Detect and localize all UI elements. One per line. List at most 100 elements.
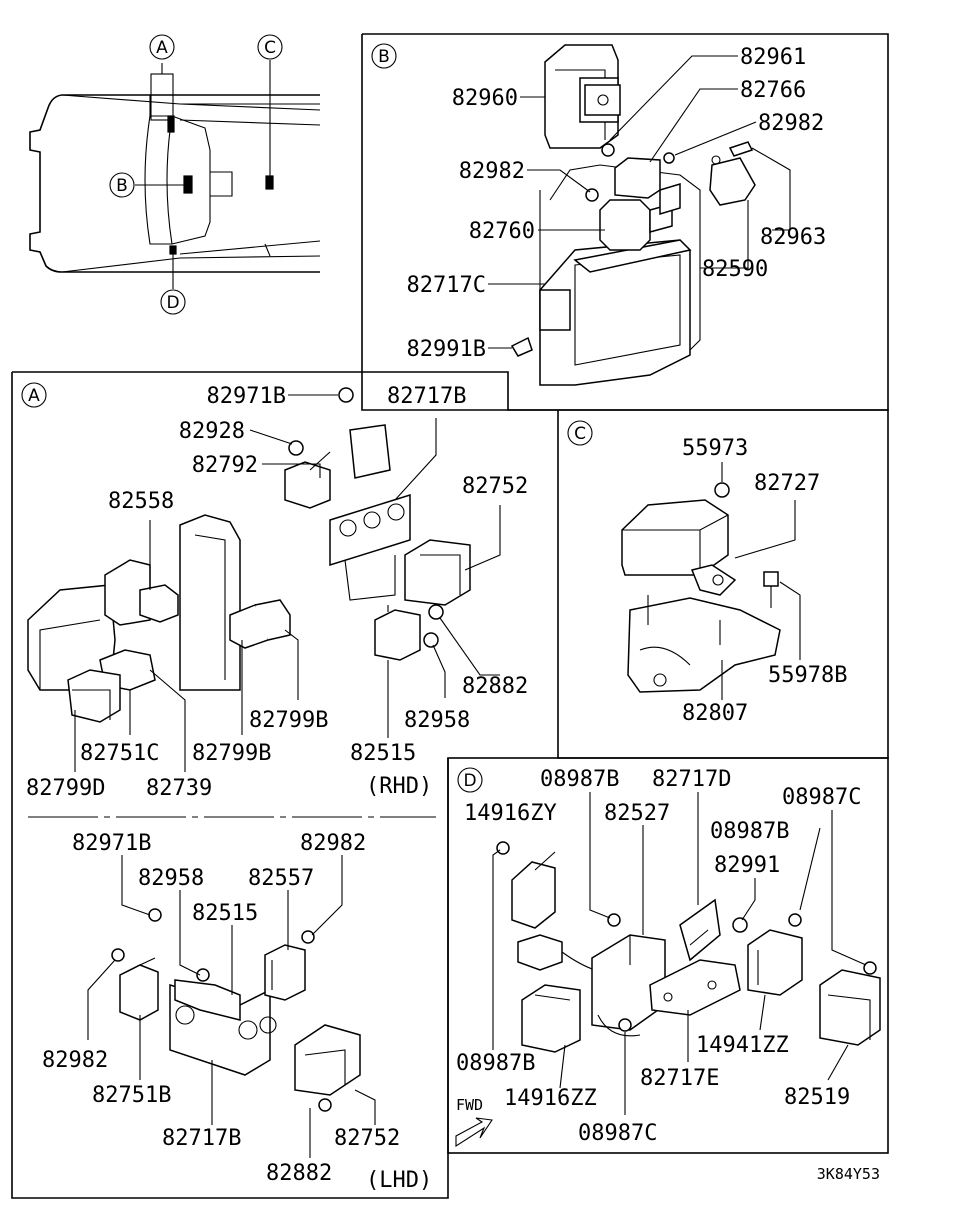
label-82590: 82590 [702, 257, 768, 282]
marker-b: B [116, 176, 128, 196]
panel-b: B [371, 43, 826, 386]
marker-d: D [166, 293, 179, 313]
label-d-08987b-mid: 08987B [710, 819, 789, 844]
label-lhd-82971b: 82971B [72, 831, 151, 856]
label-82519: 82519 [784, 1085, 850, 1110]
relay-14916zz [521, 984, 581, 1053]
label-82982-left: 82982 [459, 159, 525, 184]
label-82751c: 82751C [80, 741, 159, 766]
relay-82751b [119, 957, 159, 1021]
label-d-08987b-bot: 08987B [456, 1051, 535, 1076]
panel-d: D [455, 767, 881, 1148]
relay-82558 [139, 584, 179, 623]
relay-82960 [544, 44, 621, 149]
label-82982-top: 82982 [758, 111, 824, 136]
label-82792: 82792 [192, 453, 258, 478]
label-lhd-82982-left: 82982 [42, 1048, 108, 1073]
panel-c: C 55973 82727 55978B 82 [567, 420, 847, 726]
panel-c-letter: C [574, 424, 586, 444]
label-fwd: FWD [456, 1096, 483, 1114]
relay-82792 [284, 451, 331, 509]
relay-82590 [709, 155, 756, 206]
relay-82557 [264, 944, 306, 1001]
label-82558: 82558 [108, 489, 174, 514]
label-82991: 82991 [714, 853, 780, 878]
leaders-c [721, 462, 801, 700]
relay-82752 [404, 539, 471, 606]
relay-82515 [374, 605, 421, 661]
fasteners-c [714, 482, 779, 608]
bracket-82717b-lhd [169, 979, 277, 1076]
panel-b-badge [371, 43, 397, 69]
bracket-82717c [539, 164, 701, 386]
fwd-arrow-icon [455, 1117, 493, 1148]
label-82958: 82958 [404, 708, 470, 733]
label-82760: 82760 [469, 219, 535, 244]
label-82717b: 82717B [387, 384, 466, 409]
label-82799b-left: 82799B [192, 741, 271, 766]
label-lhd: (LHD) [366, 1168, 432, 1193]
label-82928: 82928 [179, 419, 245, 444]
label-82963: 82963 [760, 225, 826, 250]
fasteners-d [496, 841, 877, 1032]
label-82739: 82739 [146, 776, 212, 801]
label-lhd-82752: 82752 [334, 1126, 400, 1151]
marker-d-circle [160, 289, 186, 315]
marker-a: A [156, 38, 168, 58]
label-d-08987c-bot: 08987C [578, 1121, 657, 1146]
label-82727: 82727 [754, 471, 820, 496]
label-14916zz: 14916ZZ [504, 1086, 597, 1111]
label-lhd-82557: 82557 [248, 866, 314, 891]
marker-c: C [264, 38, 276, 58]
label-d-08987c-top: 08987C [782, 785, 861, 810]
panel-d-letter: D [463, 771, 476, 791]
relay-82799d [67, 669, 121, 723]
relay-82766 [614, 157, 681, 216]
label-82515: 82515 [350, 741, 416, 766]
label-lhd-82717b: 82717B [162, 1126, 241, 1151]
label-lhd-82958: 82958 [138, 866, 204, 891]
label-lhd-82751b: 82751B [92, 1083, 171, 1108]
relay-82799b [229, 599, 291, 649]
fasteners-a [288, 387, 444, 648]
bracket-82717e [649, 959, 741, 1016]
panel-c-badge [567, 420, 593, 446]
panel-a-letter: A [28, 386, 40, 406]
figure-code: 3K84Y53 [817, 1165, 880, 1183]
relay-14916zy [511, 851, 556, 929]
leaders-lhd [87, 855, 376, 1158]
bracket-82807 [627, 595, 781, 693]
label-lhd-82515: 82515 [192, 901, 258, 926]
relay-82752-lhd [294, 1024, 361, 1096]
label-82807: 82807 [682, 701, 748, 726]
vehicle-overview: A B C D [29, 34, 321, 315]
control-unit-82727 [621, 499, 737, 596]
bracket-82717b [329, 424, 411, 601]
panel-frames [11, 33, 889, 1199]
panel-a-rhd: A [21, 382, 528, 801]
label-82717c: 82717C [407, 273, 486, 298]
label-82766: 82766 [740, 78, 806, 103]
panel-a-lhd: 82971B 82982 82958 82557 82515 82982 827… [42, 831, 432, 1193]
marker-c-circle [257, 34, 283, 60]
label-55978b: 55978B [768, 663, 847, 688]
label-82882: 82882 [462, 674, 528, 699]
panel-d-badge [457, 767, 483, 793]
label-14941zz: 14941ZZ [696, 1033, 789, 1058]
label-55973: 55973 [682, 436, 748, 461]
label-lhd-82982-right: 82982 [300, 831, 366, 856]
label-rhd: (RHD) [366, 774, 432, 799]
label-d-08987b-top: 08987B [540, 767, 619, 792]
bracket-82717d [679, 898, 721, 962]
label-82752: 82752 [462, 474, 528, 499]
marker-a-circle [149, 34, 175, 60]
junction-block-a [27, 514, 241, 691]
fasteners-b [510, 141, 754, 357]
label-82527: 82527 [604, 801, 670, 826]
leaders-d [492, 792, 867, 1115]
label-14916zy: 14916ZY [464, 801, 557, 826]
marker-b-circle [109, 172, 135, 198]
label-82717d: 82717D [652, 767, 731, 792]
panel-a-badge [21, 382, 47, 408]
